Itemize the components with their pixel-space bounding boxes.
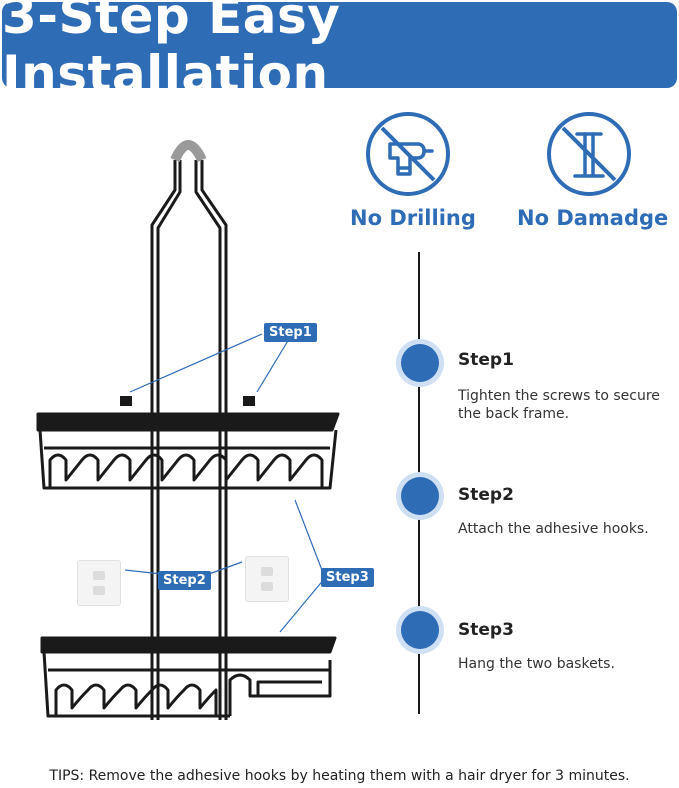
step2-description: Attach the adhesive hooks. (458, 521, 649, 537)
screw-right-icon (243, 396, 255, 406)
shower-caddy-illustration (36, 140, 340, 720)
title-banner: 3-Step Easy Installation (2, 0, 677, 103)
tips-text: TIPS: Remove the adhesive hooks by heati… (49, 768, 630, 784)
step3-dot (401, 611, 439, 649)
no-drill-icon (366, 112, 450, 196)
screw-left-icon (120, 396, 132, 406)
step2-title: Step2 (458, 485, 514, 505)
no-drilling-label: No Drilling (350, 206, 476, 230)
step1-title: Step1 (458, 350, 514, 370)
no-damage-icon (547, 112, 631, 196)
step3-title: Step3 (458, 620, 514, 640)
step2-dot (401, 477, 439, 515)
callout-step3: Step3 (321, 568, 374, 587)
adhesive-hook-left (77, 560, 121, 606)
step3-description: Hang the two baskets. (458, 656, 615, 672)
step1-dot (401, 344, 439, 382)
callout-step1: Step1 (264, 323, 317, 342)
banner-title: 3-Step Easy Installation (2, 0, 341, 103)
no-damage-label: No Damadge (517, 206, 669, 230)
adhesive-hook-right (245, 556, 289, 602)
callout-step2: Step2 (158, 571, 211, 590)
step1-description: Tighten the screws to secure the back fr… (458, 388, 660, 422)
